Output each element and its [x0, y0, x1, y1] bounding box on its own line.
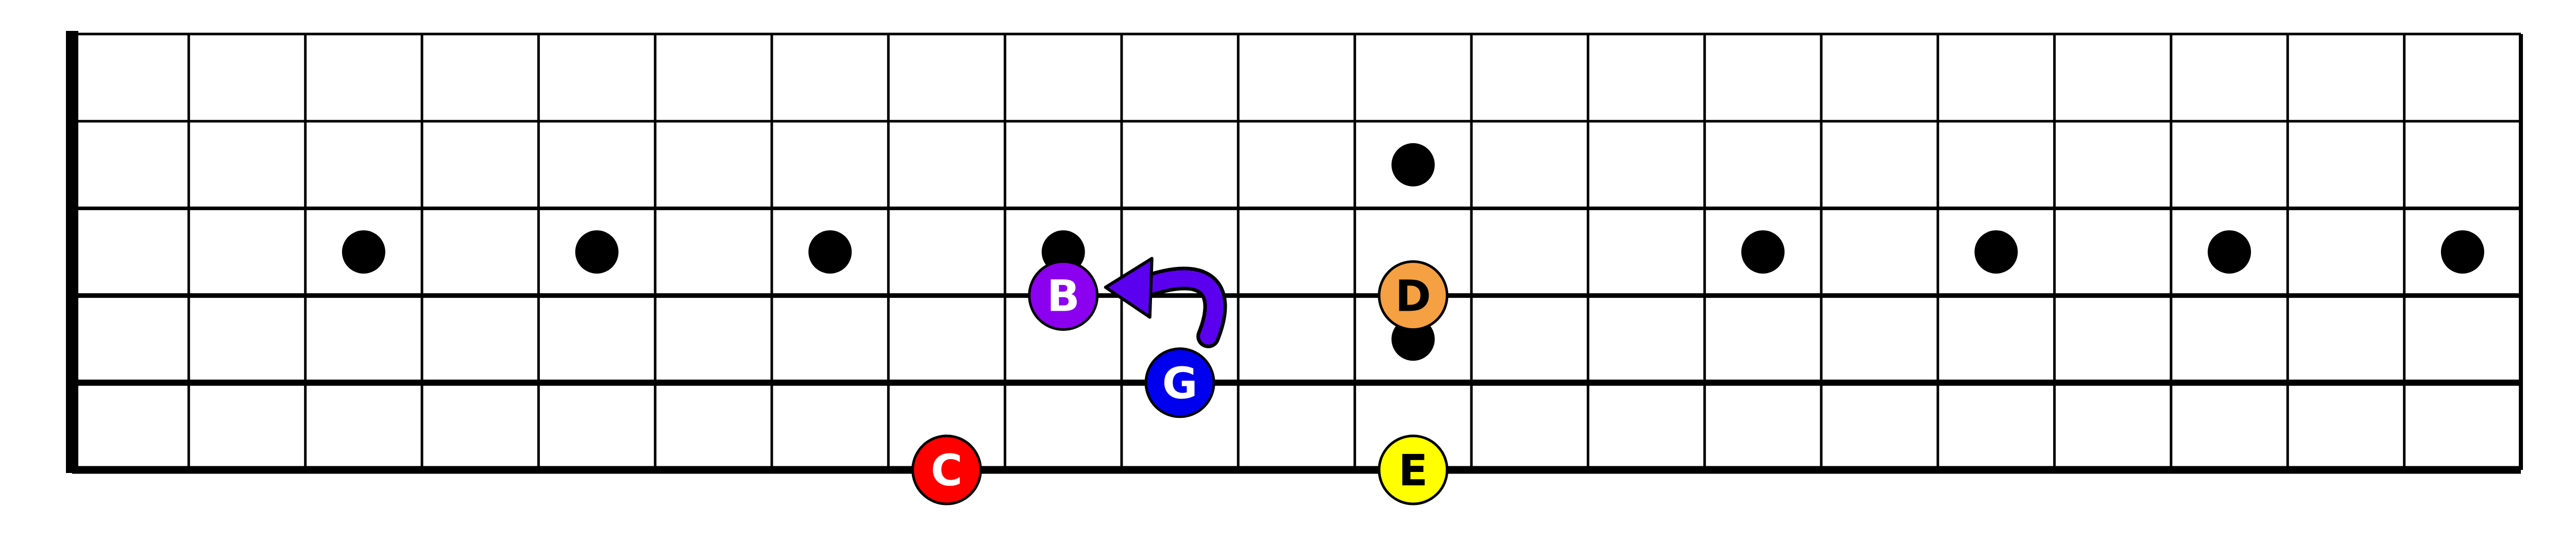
note-label: B: [1047, 271, 1080, 322]
note-circle: [911, 434, 982, 505]
arrow-shaft: [1132, 270, 1224, 345]
fretboard-grid: [66, 31, 2523, 474]
inlay-marker: [575, 230, 619, 274]
note-e: E: [1378, 434, 1449, 505]
inlay-marker: [342, 230, 385, 274]
inlay-marker: [808, 230, 852, 274]
note-circle: [1144, 347, 1215, 418]
inlay-marker: [1974, 230, 2018, 274]
inlay-marker: [2441, 230, 2484, 274]
note-markers: C E G B D: [911, 260, 1449, 505]
note-label: E: [1398, 445, 1428, 496]
note-circle: [1028, 260, 1099, 331]
nut: [66, 31, 78, 473]
note-label: G: [1162, 358, 1198, 409]
note-label: D: [1395, 271, 1431, 322]
note-b: B: [1028, 260, 1099, 331]
inlay-marker: [1391, 143, 1435, 187]
note-g: G: [1144, 347, 1215, 418]
note-arrow: [1104, 257, 1227, 348]
inlay-marker: [1741, 230, 1785, 274]
inlay-marker: [2208, 230, 2251, 274]
note-c: C: [911, 434, 982, 505]
note-circle: [1378, 260, 1449, 331]
arrow-head: [1104, 257, 1154, 319]
note-d: D: [1378, 260, 1449, 331]
note-label: C: [931, 445, 963, 496]
note-circle: [1378, 434, 1449, 505]
